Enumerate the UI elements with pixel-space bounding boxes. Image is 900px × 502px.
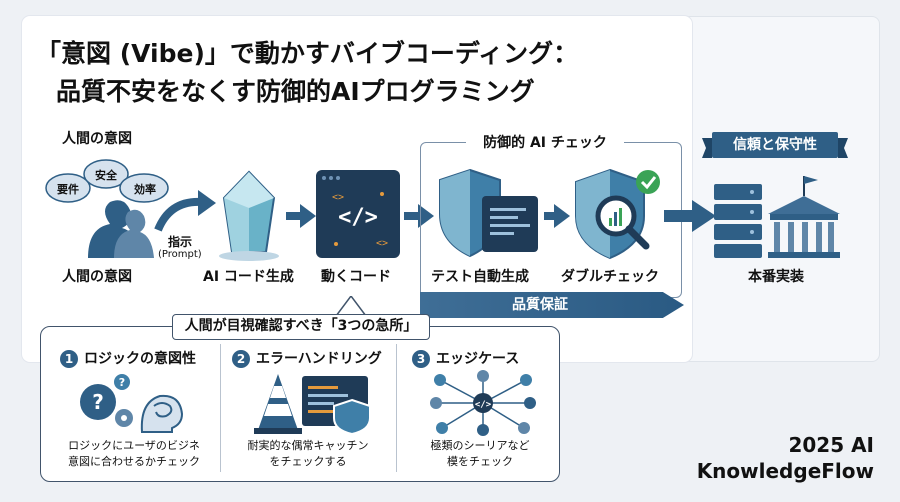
human-intent-icon — [45, 159, 169, 258]
test-shield-icon — [439, 168, 538, 258]
review-item-2-heading: エラーハンドリング — [256, 351, 382, 367]
test-generation-label: テスト自動生成 — [431, 269, 529, 285]
instruction-label: 指示 — [168, 235, 193, 249]
bubble-requirements: 要件 — [57, 183, 79, 196]
svg-text:</>: </> — [338, 205, 378, 230]
review-item-1-number: 1 — [60, 350, 78, 368]
review-divider-2 — [396, 344, 397, 472]
double-check-icon — [575, 168, 660, 260]
svg-text:<>: <> — [332, 192, 344, 203]
svg-text:</>: </> — [475, 400, 492, 410]
human-intent-label: 人間の意図 — [62, 269, 132, 285]
flow-arrow-production — [664, 200, 716, 232]
defensive-check-title-bg — [466, 131, 624, 153]
brand-year: 2025 AI — [788, 433, 874, 457]
brand-name: KnowledgeFlow — [696, 459, 874, 483]
bubble-efficiency: 効率 — [134, 183, 156, 196]
review-points-title: 人間が目視確認すべき「3つの急所」 — [172, 314, 430, 340]
double-check-label: ダブルチェック — [561, 269, 659, 285]
review-divider-1 — [220, 344, 221, 472]
production-server-icon — [714, 176, 840, 258]
error-handling-icon — [254, 374, 371, 434]
logic-brain-icon: ? ? — [80, 374, 184, 433]
review-item-3-number: 3 — [412, 350, 430, 368]
edge-case-network-icon: </> — [430, 370, 536, 436]
human-intent-heading: 人間の意図 — [62, 131, 132, 147]
ai-crystal-icon — [219, 170, 279, 261]
defensive-check-title: 防御的 AI チェック — [483, 135, 607, 151]
instruction-arrow-icon — [154, 190, 216, 232]
review-item-1-heading: ロジックの意図性 — [84, 351, 196, 367]
ai-generation-label: AI コード生成 — [203, 269, 294, 285]
flow-arrow-3 — [544, 204, 570, 228]
review-item-1-title: 1 ロジックの意図性 — [60, 348, 196, 368]
review-item-2-number: 2 — [232, 350, 250, 368]
flow-arrow-1 — [286, 204, 316, 228]
code-window-icon: </> <> <> — [316, 170, 400, 258]
review-item-2-title: 2 エラーハンドリング — [232, 348, 382, 368]
svg-text:?: ? — [119, 376, 125, 389]
trust-maintainability-banner: 信頼と保守性 — [712, 132, 838, 158]
review-item-3-title: 3 エッジケース — [412, 348, 519, 368]
flow-arrow-2 — [404, 204, 434, 228]
review-item-3-line-1: 極類のシーリアなど — [430, 439, 530, 452]
instruction-sub-label: (Prompt) — [158, 249, 202, 260]
review-item-3-line-2: 模をチェック — [447, 455, 513, 468]
bubble-safety: 安全 — [95, 169, 117, 182]
svg-text:?: ? — [92, 390, 104, 414]
working-code-label: 動くコード — [321, 269, 391, 285]
production-label: 本番実装 — [748, 269, 804, 285]
review-item-1-line-2: 意図に合わせるかチェック — [68, 455, 200, 468]
review-item-2-line-1: 耐実的な偶常キャッチン — [247, 439, 369, 452]
review-item-3-heading: エッジケース — [436, 351, 520, 367]
quality-assurance-arrow — [420, 292, 684, 318]
svg-text:<>: <> — [376, 238, 388, 249]
review-item-1-line-1: ロジックにユーザのビジネ — [68, 439, 200, 452]
quality-assurance-label: 品質保証 — [512, 297, 568, 313]
title-line-1: 「意図 (Vibe)」で動かすバイブコーディング： — [36, 39, 579, 68]
title-line-2: 品質不安をなくす防御的AIプログラミング — [56, 77, 535, 106]
review-item-2-line-2: をチェックする — [269, 455, 347, 468]
